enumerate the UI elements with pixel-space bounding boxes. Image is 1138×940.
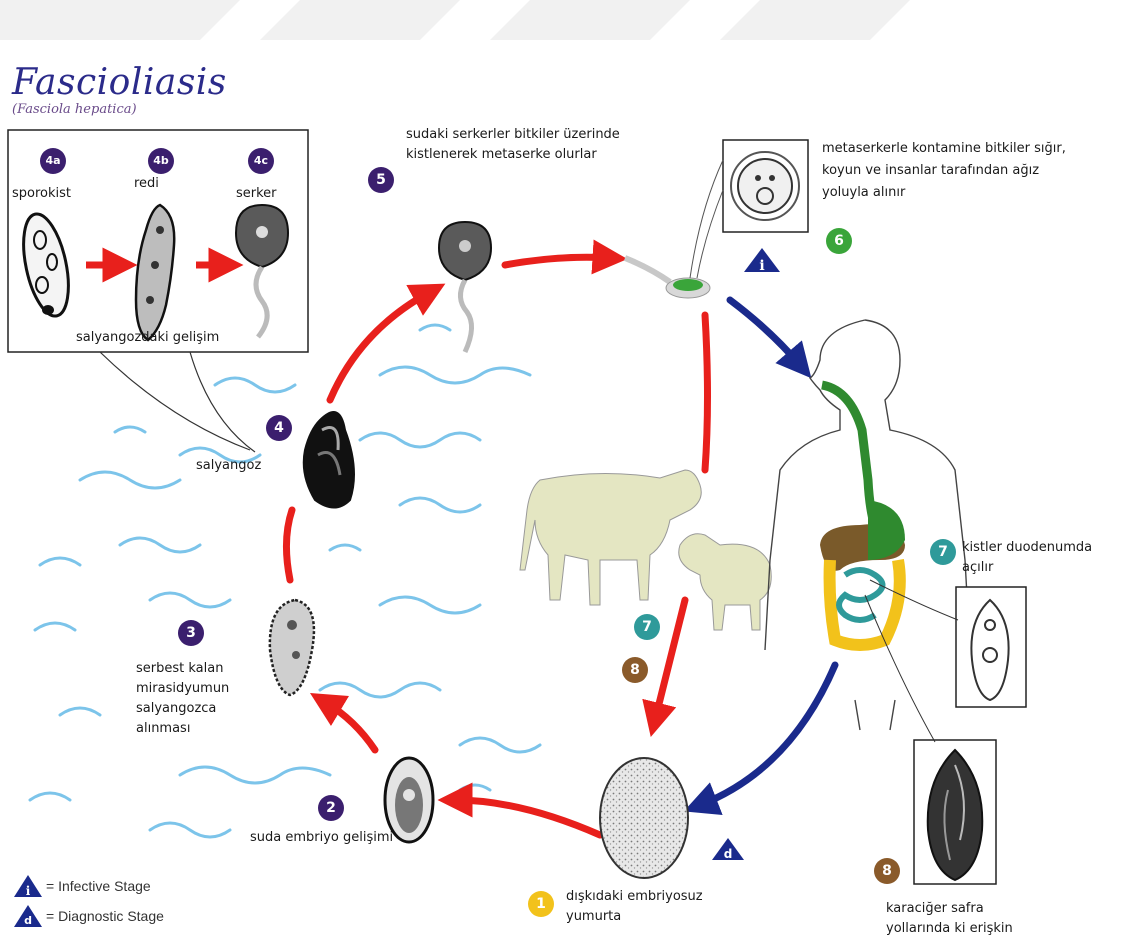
legend-infective-triangle: i — [14, 875, 42, 898]
diagram-subtitle: (Fasciola hepatica) — [12, 102, 137, 117]
svg-text:d: d — [24, 914, 32, 927]
gi-tract-figure — [820, 385, 905, 645]
miracidium-figure — [270, 600, 314, 695]
badge-stage-8-animal: 8 — [622, 657, 648, 683]
label-stage-3-line2: mirasidyumun — [136, 679, 229, 698]
diagnostic-marker: d — [712, 838, 744, 861]
badge-4c: 4c — [248, 148, 274, 174]
badge-4b: 4b — [148, 148, 174, 174]
label-stage-8-line1: karaciğer safra — [886, 899, 984, 918]
badge-stage-6: 6 — [826, 228, 852, 254]
inset-caption: salyangozdaki gelişim — [76, 328, 219, 347]
badge-stage-1: 1 — [528, 891, 554, 917]
label-stage-7-line2: açılır — [962, 558, 993, 577]
badge-stage-2: 2 — [318, 795, 344, 821]
arrow-1-to-2 — [455, 800, 600, 835]
label-stage-3-line3: salyangozca — [136, 699, 216, 718]
label-stage-1-line1: dışkıdaki embriyosuz — [566, 887, 703, 906]
cercaria-figure — [439, 222, 491, 352]
arrow-2-to-3 — [325, 702, 375, 750]
svg-text:i: i — [759, 258, 764, 274]
legend-infective: = Infective Stage — [46, 878, 151, 894]
label-sporokist: sporokist — [12, 184, 71, 203]
label-stage-1-line2: yumurta — [566, 907, 621, 926]
badge-stage-5: 5 — [368, 167, 394, 193]
arrow-cow-to-egg — [655, 600, 685, 720]
badge-4a: 4a — [40, 148, 66, 174]
label-stage-8-line2: yollarında ki erişkin — [886, 919, 1013, 938]
label-stage-3-line4: alınması — [136, 719, 190, 738]
snail-figure — [304, 412, 354, 508]
sheep-figure — [679, 534, 772, 630]
arrow-4-to-5 — [330, 292, 430, 400]
diagram-title: Fascioliasis — [12, 62, 227, 103]
badge-stage-3: 3 — [178, 620, 204, 646]
label-stage-6-line3: yoluyla alınır — [822, 183, 905, 202]
arrow-5-to-6 — [505, 257, 610, 265]
legend-diagnostic-triangle: d — [14, 905, 42, 927]
arrow-3-to-4 — [286, 510, 292, 580]
inset-pointer-lines — [100, 352, 255, 452]
label-stage-4: salyangoz — [196, 456, 261, 475]
svg-text:d: d — [724, 847, 733, 861]
label-stage-2: suda embriyo gelişimi — [250, 828, 393, 847]
label-stage-7-line1: kistler duodenumda — [962, 538, 1092, 557]
arrow-6-to-human — [730, 300, 800, 365]
metacercaria-figure — [731, 152, 799, 220]
label-stage-3-line1: serbest kalan — [136, 659, 223, 678]
water-waves — [30, 325, 540, 837]
badge-stage-7-animal: 7 — [634, 614, 660, 640]
label-redi: redi — [134, 174, 159, 193]
badge-stage-7: 7 — [930, 539, 956, 565]
infective-marker: i — [744, 248, 780, 274]
legend-diagnostic: = Diagnostic Stage — [46, 908, 164, 924]
badge-stage-4: 4 — [266, 415, 292, 441]
label-stage-5-line1: sudaki serkerler bitkiler üzerinde — [406, 125, 620, 144]
label-stage-5-line2: kistlenerek metaserke olurlar — [406, 145, 597, 164]
badge-stage-8: 8 — [874, 858, 900, 884]
label-stage-6-line1: metaserkerle kontamine bitkiler sığır, — [822, 139, 1066, 158]
header-chevrons — [0, 0, 910, 40]
label-serker: serker — [236, 184, 277, 203]
unembryonated-egg-figure — [600, 758, 688, 878]
label-stage-6-line2: koyun ve insanlar tarafından ağız — [822, 161, 1039, 180]
svg-text:i: i — [26, 884, 31, 898]
arrow-6-down — [705, 315, 708, 470]
cow-figure — [520, 470, 701, 605]
arrow-human-to-egg — [700, 665, 835, 805]
